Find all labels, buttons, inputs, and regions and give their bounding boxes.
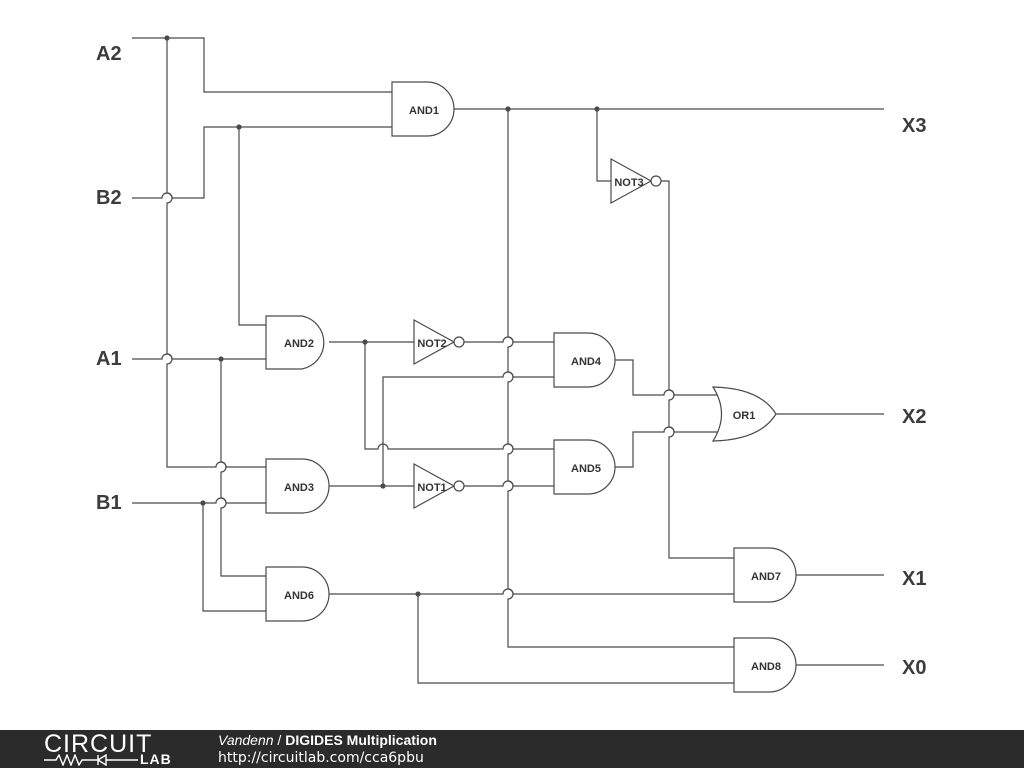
junction-dot (594, 106, 600, 112)
wires (132, 37, 884, 684)
circuit-url[interactable]: http://circuitlab.com/cca6pbu (218, 750, 424, 766)
title-separator: / (273, 732, 286, 748)
footer-text: Vandenn / DIGIDES Multiplication http://… (218, 731, 437, 767)
gate-and6-label: AND6 (284, 590, 314, 602)
junction-dot (218, 356, 224, 362)
junction-dot (362, 339, 368, 345)
gate-not1-label: NOT1 (417, 482, 446, 494)
author-name[interactable]: Vandenn (218, 732, 274, 748)
logo-lab-text: LAB (140, 751, 172, 767)
output-label-x2: X2 (902, 406, 926, 428)
gate-or1[interactable]: OR1 (711, 386, 777, 442)
junction-dot (380, 483, 386, 489)
gate-not3[interactable]: NOT3 (610, 157, 662, 205)
gate-not2-label: NOT2 (417, 338, 446, 350)
gate-and4[interactable]: AND4 (553, 332, 616, 388)
input-label-a2: A2 (96, 43, 122, 65)
gate-and3-label: AND3 (284, 482, 314, 494)
junction-dot (236, 124, 242, 130)
junction-dot (200, 500, 206, 506)
gate-and1-label: AND1 (409, 105, 439, 117)
junction-dot (164, 35, 170, 41)
gate-and5-label: AND5 (571, 463, 601, 475)
input-label-b1: B1 (96, 492, 122, 514)
input-label-b2: B2 (96, 187, 122, 209)
gate-and7-label: AND7 (751, 571, 781, 583)
inverter-bubble (453, 480, 465, 492)
gate-or1-label: OR1 (733, 410, 756, 422)
gate-not1[interactable]: NOT1 (413, 462, 465, 510)
input-label-a1: A1 (96, 348, 122, 370)
gate-and8-label: AND8 (751, 661, 781, 673)
gate-and8[interactable]: AND8 (733, 637, 797, 693)
output-label-x1: X1 (902, 568, 926, 590)
schematic-canvas: AND1 AND2 AND3 AND4 AND5 AND6 AND7 AND8 (96, 35, 926, 693)
gate-and2-label: AND2 (284, 338, 314, 350)
logo-circuit-text: CIRCUIT (44, 730, 153, 758)
gate-and5[interactable]: AND5 (553, 439, 616, 495)
resistor-diode-icon (44, 754, 138, 766)
inverter-bubble (650, 175, 662, 187)
gate-and4-label: AND4 (571, 356, 602, 368)
output-label-x0: X0 (902, 657, 926, 679)
junction-dots (164, 35, 600, 597)
junction-dot (505, 106, 511, 112)
gate-not2[interactable]: NOT2 (413, 318, 465, 366)
gates: AND1 AND2 AND3 AND4 AND5 AND6 AND7 AND8 (265, 81, 797, 693)
footer-bar: CIRCUIT LAB Vandenn / DIGIDES Multiplica… (0, 730, 1024, 768)
gate-and2[interactable]: AND2 (265, 315, 325, 370)
circuit-title[interactable]: DIGIDES Multiplication (285, 732, 437, 748)
circuitlab-logo[interactable]: CIRCUIT LAB (42, 730, 182, 768)
junction-dot (415, 591, 421, 597)
gate-not3-label: NOT3 (614, 177, 643, 189)
gate-and6[interactable]: AND6 (265, 566, 330, 622)
gate-and3[interactable]: AND3 (265, 458, 330, 514)
inverter-bubble (453, 336, 465, 348)
gate-and7[interactable]: AND7 (733, 547, 797, 603)
io-labels: A2 B2 A1 B1 X3 X2 X1 X0 (96, 43, 926, 679)
output-label-x3: X3 (902, 115, 926, 137)
gate-and1[interactable]: AND1 (391, 81, 455, 137)
